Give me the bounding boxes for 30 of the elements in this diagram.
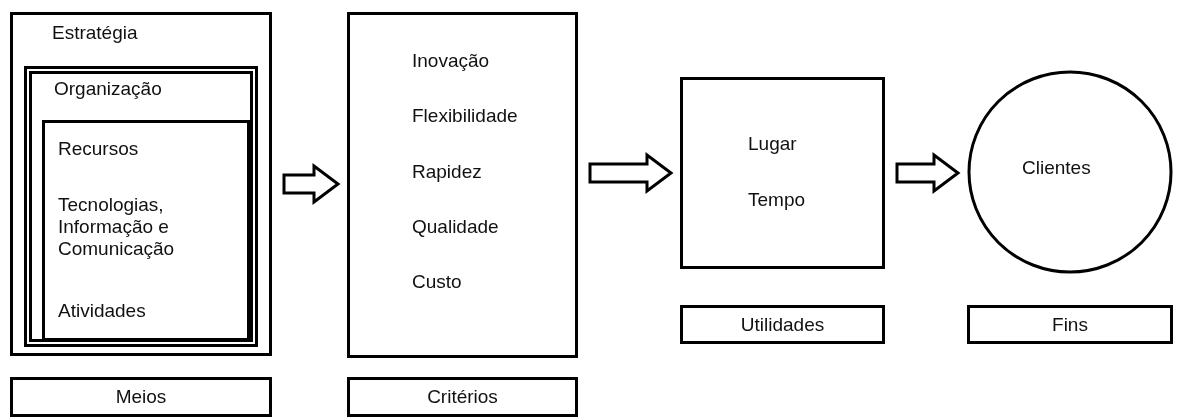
node-text: Rapidez	[412, 161, 482, 183]
node-text: Lugar	[748, 133, 797, 155]
block-arrow	[282, 163, 341, 205]
container-box	[347, 12, 578, 358]
label-box	[967, 305, 1173, 344]
node-text: Qualidade	[412, 216, 499, 238]
label-box	[680, 305, 885, 344]
node-text: Custo	[412, 271, 462, 293]
label-box	[10, 377, 272, 417]
label-box	[347, 377, 578, 417]
container-box	[24, 66, 258, 347]
container-box	[42, 120, 250, 341]
node-text: Flexibilidade	[412, 105, 518, 127]
block-arrow	[588, 152, 674, 194]
node-text: Fins	[1051, 313, 1089, 336]
container-box	[680, 77, 885, 269]
container-box	[10, 12, 272, 356]
node-text: Inovação	[412, 50, 490, 72]
node-text: Meios	[114, 386, 168, 408]
node-text: Tempo	[748, 189, 806, 211]
node-text: Estratégia	[52, 22, 138, 44]
node-text: Atividades	[58, 300, 146, 322]
node-text: Utilidades	[739, 313, 826, 336]
block-arrow	[895, 152, 961, 194]
circle-node	[967, 70, 1173, 274]
node-text: Recursos	[58, 138, 139, 160]
node-text: Clientes	[1022, 157, 1091, 179]
node-text: Organização	[54, 78, 162, 100]
node-text: Critérios	[426, 386, 499, 408]
node-text: Tecnologias, Informação e Comunicação	[58, 194, 176, 260]
